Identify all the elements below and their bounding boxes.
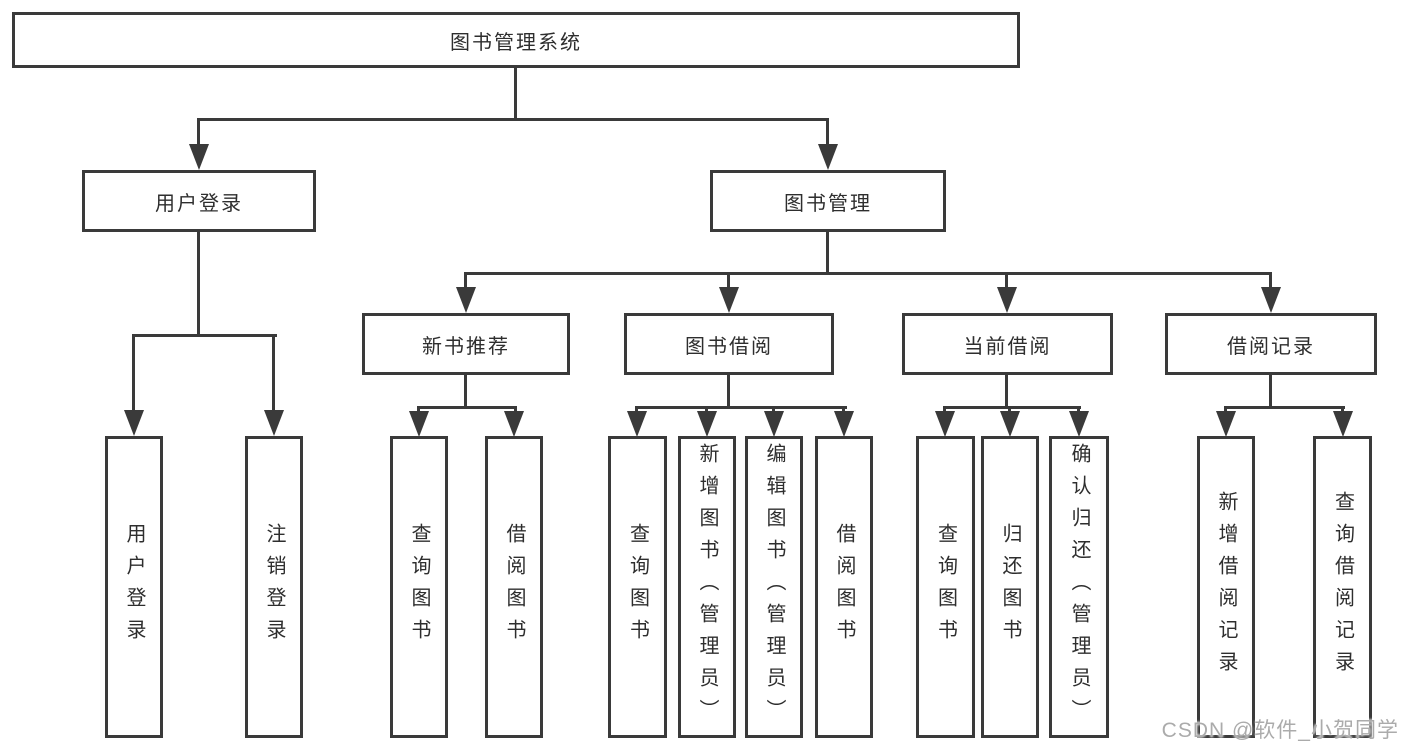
leaf-label: 查询图书 (934, 523, 957, 651)
arrow-down-icon (1069, 411, 1089, 437)
leaf-borrow-books-recommend: 借阅图书 (485, 436, 543, 738)
arrow-down-icon (1000, 411, 1020, 437)
connector-vline (197, 232, 200, 337)
connector-hline (635, 406, 847, 409)
connector-hline (464, 272, 1272, 275)
arrow-down-icon (834, 411, 854, 437)
arrow-down-icon (997, 287, 1017, 313)
leaf-label: 借阅图书 (833, 523, 855, 651)
connector-vline (464, 272, 467, 293)
leaf-query-books-borrowing: 查询图书 (608, 436, 667, 738)
leaf-borrow-books-borrowing: 借阅图书 (815, 436, 873, 738)
connector-hline (943, 406, 1081, 409)
arrow-down-icon (627, 411, 647, 437)
node-user-login: 用户登录 (82, 170, 316, 232)
leaf-label: 归还图书 (999, 523, 1021, 651)
arrow-down-icon (264, 410, 284, 436)
leaf-return-books: 归还图书 (981, 436, 1039, 738)
connector-vline (197, 118, 200, 150)
leaf-label: 查询图书 (626, 523, 649, 651)
connector-vline (727, 375, 730, 409)
leaf-label: 借阅图书 (503, 523, 525, 651)
connector-vline (1005, 272, 1008, 293)
arrow-down-icon (504, 411, 524, 437)
arrow-down-icon (719, 287, 739, 313)
connector-hline (197, 118, 829, 121)
leaf-label: 新增借阅记录 (1215, 491, 1237, 683)
node-library-management-system: 图书管理系统 (12, 12, 1020, 68)
arrow-down-icon (818, 144, 838, 170)
connector-vline (826, 118, 829, 150)
leaf-label: 注销登录 (263, 523, 285, 651)
leaf-query-books-recommend: 查询图书 (390, 436, 448, 738)
csdn-watermark: CSDN @软件_小贺同学 (1161, 719, 1399, 742)
leaf-edit-books-admin: 编辑图书（管理员） (745, 436, 803, 738)
connector-hline (132, 334, 277, 337)
leaf-add-books-admin: 新增图书（管理员） (678, 436, 736, 738)
connector-vline (1005, 375, 1008, 409)
arrow-down-icon (764, 411, 784, 437)
connector-vline (826, 232, 829, 274)
node-book-borrowing: 图书借阅 (624, 313, 834, 375)
arrow-down-icon (1333, 411, 1353, 437)
arrow-down-icon (1216, 411, 1236, 437)
arrow-down-icon (124, 410, 144, 436)
connector-hline (1224, 406, 1345, 409)
node-current-borrowing: 当前借阅 (902, 313, 1113, 375)
connector-vline (727, 272, 730, 293)
arrow-down-icon (697, 411, 717, 437)
leaf-label: 查询图书 (408, 523, 430, 651)
connector-vline (1269, 375, 1272, 409)
arrow-down-icon (456, 287, 476, 313)
node-borrowing-records: 借阅记录 (1165, 313, 1377, 375)
leaf-add-borrow-record: 新增借阅记录 (1197, 436, 1255, 738)
leaf-label: 确认归还（管理员） (1068, 443, 1090, 731)
arrow-down-icon (189, 144, 209, 170)
connector-vline (464, 375, 467, 409)
leaf-query-borrow-record: 查询借阅记录 (1313, 436, 1372, 738)
arrow-down-icon (935, 411, 955, 437)
leaf-label: 新增图书（管理员） (696, 443, 718, 731)
leaf-label: 查询借阅记录 (1331, 491, 1354, 683)
leaf-logout: 注销登录 (245, 436, 303, 738)
leaf-label: 用户登录 (123, 523, 145, 651)
leaf-user-login: 用户登录 (105, 436, 163, 738)
connector-vline (514, 68, 517, 120)
connector-hline (417, 406, 517, 409)
node-book-management: 图书管理 (710, 170, 946, 232)
leaf-label: 编辑图书（管理员） (763, 443, 785, 731)
arrow-down-icon (409, 411, 429, 437)
connector-vline (132, 334, 135, 416)
connector-vline (272, 334, 275, 416)
leaf-query-books-current: 查询图书 (916, 436, 975, 738)
node-new-book-recommendation: 新书推荐 (362, 313, 570, 375)
leaf-confirm-return-admin: 确认归还（管理员） (1049, 436, 1109, 738)
connector-vline (1269, 272, 1272, 293)
arrow-down-icon (1261, 287, 1281, 313)
